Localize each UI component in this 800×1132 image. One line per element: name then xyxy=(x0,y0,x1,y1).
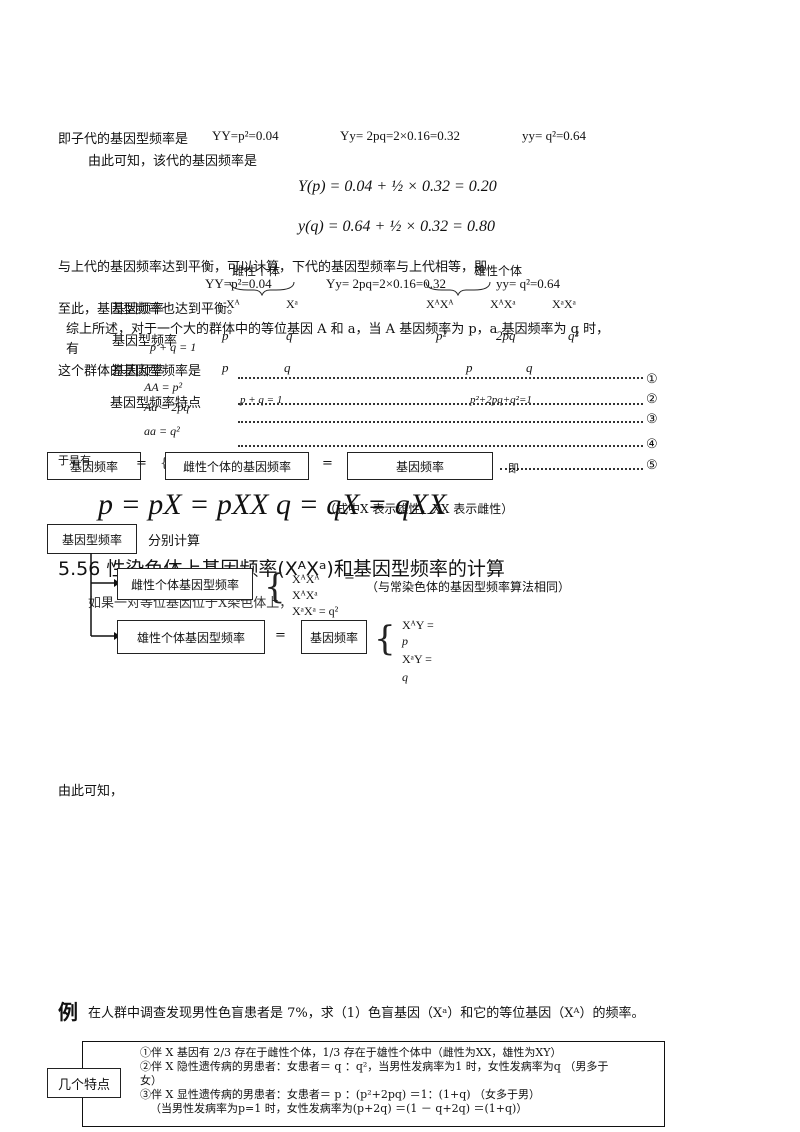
example-text: 在人群中调查发现男性色盲患者是 7%，求（1）色盲基因（Xᵃ）和它的等位基因（X… xyxy=(88,1006,645,1021)
feature-line-2: ②伴 X 隐性遗传病的男患者：女患者＝ q ：q²，当男性发病率为1 时，女性发… xyxy=(140,1060,609,1073)
male-gene-freq-box-2: 基因频率 xyxy=(301,620,367,654)
genotype-freq-box: 基因型频率 xyxy=(47,524,137,554)
female-gene-freq-label: 雌性个体的基因频率 xyxy=(182,459,291,474)
overlay-Yy: Yy= 2pq=2×0.16=0.32 xyxy=(326,276,446,291)
overlay-q-1: q xyxy=(286,328,293,343)
male-genotype-q: q xyxy=(402,670,408,684)
overlay-YY: YY=p²=0.04 xyxy=(205,276,272,291)
equals-1: = xyxy=(136,456,147,471)
line-2: 由此可知，该代的基因频率是 xyxy=(88,154,258,169)
diagram-connectors xyxy=(90,553,120,640)
overlay-q-2: q xyxy=(284,360,291,375)
line-3: 与上代的基因频率达到平衡，可以计算，下代的基因型频率与上代相等，即 xyxy=(58,260,488,275)
overlay-yy: yy= q²=0.64 xyxy=(496,276,561,291)
genotype-AA: AA = p² xyxy=(144,380,183,394)
female-note: （与常染色体的基因型频率算法相同） xyxy=(366,580,571,594)
example-label: 例 xyxy=(58,1000,78,1024)
overlay-XaXa: XᵃXᵃ xyxy=(552,297,576,311)
feature-line-5: （当男性发病率为p=1 时，女性发病率为(p+2q) ＝(1 － q+2q) ＝… xyxy=(150,1102,528,1115)
male-gene-freq-label-2: 基因频率 xyxy=(309,630,358,645)
overlay-p-3: p xyxy=(466,360,473,375)
gene-freq-box: 基因频率 xyxy=(47,452,141,480)
overlay-p2: p² xyxy=(436,328,447,343)
overlay-p-1: p xyxy=(222,328,229,343)
genotype-feature-label: 基因型频率特点 xyxy=(110,396,202,411)
equals-2: = xyxy=(322,456,333,471)
male-genotype-label: 雄性个体基因型频率 xyxy=(136,630,245,645)
feature-line-4: ③伴 X 显性遗传病的男患者：女患者＝ p ：(p²+2pq) ＝1：(1+q)… xyxy=(140,1088,541,1101)
formula-note: （式中X 表示雄性，XX 表示雌性） xyxy=(324,502,514,516)
male-genotype-XaY: XᵃY = xyxy=(402,652,432,666)
male-group-label: 雄性个体 xyxy=(474,264,523,278)
feature-line-3: 女） xyxy=(140,1074,162,1087)
line1-lead: 即子代的基因型频率是 xyxy=(58,132,189,147)
genotype-freq-box-label: 基因型频率 xyxy=(61,532,122,547)
bracket-left-1: { xyxy=(160,456,168,471)
overlay-XA: Xᴬ xyxy=(226,297,240,311)
male-genotype-p: p xyxy=(402,634,408,648)
equals-4: = xyxy=(275,628,286,643)
overlay-gene-freq-2: 基因频率 xyxy=(112,364,165,379)
feature-line-1: ①伴 X 基因有 2/3 存在于雌性个体，1/3 存在于雄性个体中（雌性为XX，… xyxy=(140,1046,562,1059)
gene-freq-overlay: 于是有 xyxy=(58,454,91,467)
female-gene-freq-box: 雌性个体的基因频率 xyxy=(165,452,309,480)
female-genotype-box: 雌性个体基因型频率 xyxy=(117,568,253,600)
female-genotype-2: XᴬXᵃ xyxy=(292,588,318,602)
overlay-XAXA: XᴬXᴬ xyxy=(426,297,454,311)
overlay-q-3: q xyxy=(526,360,533,375)
dotted-leader-2 xyxy=(238,403,643,405)
line-7: 这个群体的基因型频率是 xyxy=(58,364,202,379)
marker-1: ① xyxy=(646,372,658,387)
equation-Y: Y(p) = 0.04 + ½ × 0.32 = 0.20 xyxy=(298,178,497,195)
line-1: 即子代的基因型频率是 xyxy=(58,128,188,147)
female-group-label: 雌性个体 xyxy=(232,264,281,278)
overlay-gene-freq-1: 基因频率 xyxy=(112,302,165,317)
marker-5: ⑤ xyxy=(646,458,658,473)
male-genotype-box: 雄性个体基因型频率 xyxy=(117,620,265,654)
overlay-p-2: p xyxy=(222,360,229,375)
genotype-Aa: Aa = 2pq xyxy=(144,400,190,414)
tail-overlay: 即 xyxy=(508,462,519,475)
male-gene-freq-box: 基因频率 xyxy=(347,452,493,480)
female-genotype-3: XᵃXᵃ = q² xyxy=(292,604,339,618)
line1-yy: yy= q²=0.64 xyxy=(522,128,587,143)
male-genotype-XAY: XᴬY = xyxy=(402,618,434,632)
line1-Yy: Yy= 2pq=2×0.16=0.32 xyxy=(340,128,460,143)
separate-calc: 分别计算 xyxy=(148,534,201,549)
female-genotype-label: 雌性个体基因型频率 xyxy=(130,577,239,592)
gene-freq-box-label: 基因频率 xyxy=(69,459,118,474)
overlay-genotype-freq-1: 基因型频率 xyxy=(112,334,178,349)
overlay-q2: q² xyxy=(568,328,579,343)
line-4: 至此，基因型频率也达到平衡。 xyxy=(58,302,241,317)
dotted-leader-4 xyxy=(238,445,643,447)
conclusion: 由此可知， xyxy=(58,784,124,799)
marker-4: ④ xyxy=(646,437,658,452)
male-gene-freq-label: 基因频率 xyxy=(395,459,444,474)
pq-sum: p + q = 1 xyxy=(150,340,197,354)
line-5: 综上所述，对于一个大的群体中的等位基因 A 和 a，当 A 基因频率为 p，a … xyxy=(66,322,610,337)
female-genotype-1: XᴬXᴬ xyxy=(292,572,320,586)
equals-3: = xyxy=(344,570,355,585)
male-brace: { xyxy=(374,619,396,659)
dotted-leader-3 xyxy=(238,421,643,423)
overlay-braces xyxy=(229,281,491,296)
equation-y: y(q) = 0.64 + ½ × 0.32 = 0.80 xyxy=(298,218,495,235)
line1-YY: YY=p²=0.04 xyxy=(212,128,279,143)
overlay-2pq: 2pq xyxy=(496,328,516,343)
marker-2: ② xyxy=(646,392,658,407)
overlay-XAXa: XᴬXᵃ xyxy=(490,297,516,311)
genotype-aa: aa = q² xyxy=(144,424,180,438)
big-formula: p = pX = pXX q = qX = qXX xyxy=(98,488,447,521)
line-6: 有 xyxy=(66,342,80,357)
marker-3: ③ xyxy=(646,412,658,427)
dotted-leader-5 xyxy=(500,468,643,470)
dotted-leader-1 xyxy=(238,377,643,379)
features-label: 几个特点 xyxy=(57,1077,110,1093)
female-brace: { xyxy=(264,567,286,607)
features-label-box: 几个特点 xyxy=(47,1068,121,1098)
overlay-Xa: Xᵃ xyxy=(286,297,298,311)
